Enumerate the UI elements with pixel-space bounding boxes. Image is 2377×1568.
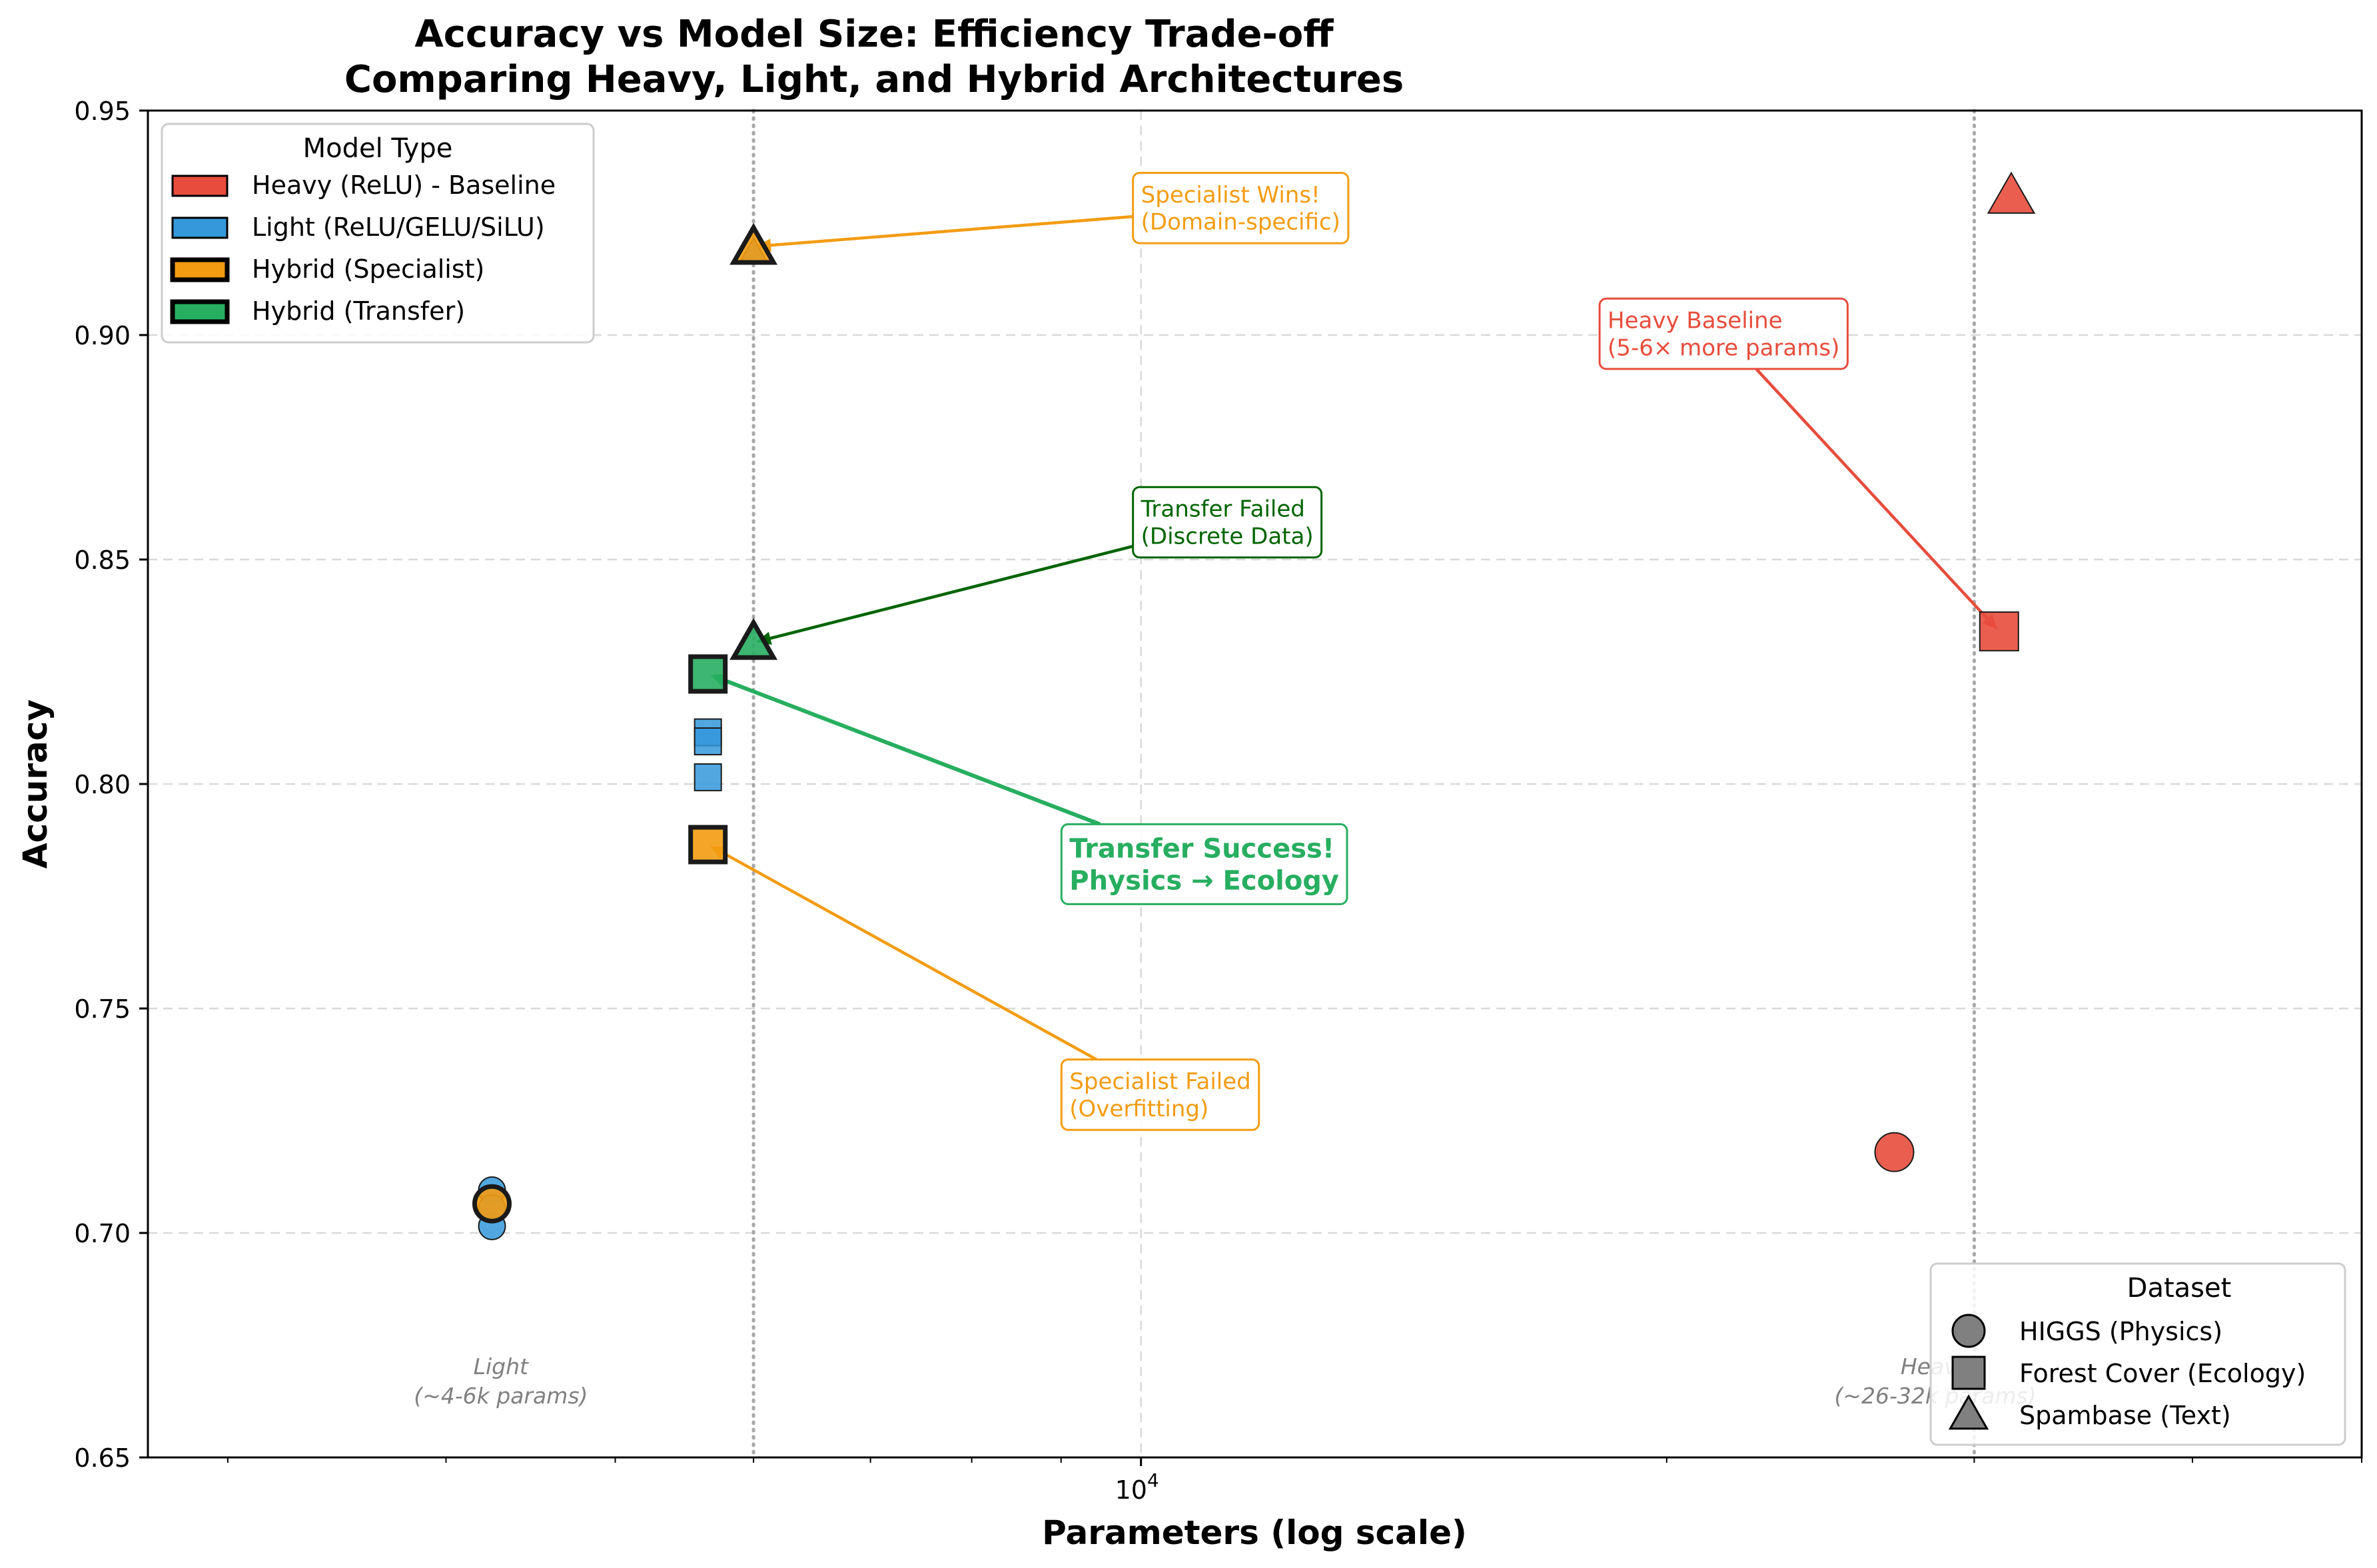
annotation-box (1598, 297, 1849, 370)
annotation-text: (Overfitting) (1069, 1096, 1208, 1122)
legend-label: Hybrid (Specialist) (252, 254, 484, 284)
annotation-arrow (717, 849, 1098, 1061)
data-points (472, 171, 2036, 1240)
x-axis-label: Parameters (log scale) (1042, 1513, 1467, 1552)
x-tick-label: 104 (1115, 1469, 1159, 1505)
annotation-text: Specialist Wins! (1141, 182, 1320, 208)
legend-swatch (171, 175, 229, 197)
legend-label: Heavy (ReLU) - Baseline (252, 171, 556, 200)
legend-marker (1951, 1314, 1986, 1348)
y-tick-label: 0.70 (74, 1219, 131, 1248)
y-tick-label: 0.75 (74, 994, 131, 1024)
annotation-text: (Domain-specific) (1141, 209, 1340, 236)
annotation-text: (5-6× more params) (1608, 334, 1839, 361)
region-label-detail: (~4-6k params) (414, 1383, 588, 1409)
annotation-arrow (765, 214, 1133, 248)
data-point (1987, 171, 2036, 214)
data-point (729, 617, 778, 660)
annotation: Transfer Success!Physics → Ecology (1060, 823, 1348, 905)
annotation-text: (Discrete Data) (1141, 523, 1314, 550)
data-point (688, 825, 728, 865)
annotation: Transfer Failed(Discrete Data) (1132, 486, 1323, 559)
data-point (694, 727, 722, 755)
legend-frame (161, 123, 595, 344)
legend-swatch (171, 216, 229, 239)
data-point (1874, 1132, 1915, 1172)
annotation: Specialist Failed(Overfitting) (1060, 1058, 1260, 1131)
annotation-text: Transfer Failed (1141, 496, 1305, 523)
annotation: Specialist Wins!(Domain-specific) (1132, 172, 1350, 244)
annotation: Heavy Baseline(5-6× more params) (1598, 297, 1849, 370)
chart-title: Accuracy vs Model Size: Efficiency Trade… (414, 13, 1334, 56)
legend-frame (1929, 1262, 2346, 1446)
annotation-box (1132, 172, 1350, 244)
legend-swatch (170, 257, 230, 282)
annotation-box (1060, 1058, 1260, 1131)
legend-title: Dataset (2127, 1273, 2232, 1304)
reference-lines (751, 109, 1976, 1459)
region-label-title: Light (474, 1354, 529, 1379)
legend-label: Hybrid (Transfer) (252, 296, 465, 326)
data-point (729, 222, 778, 265)
data-point (694, 763, 722, 791)
legend-marker (1948, 1394, 1989, 1430)
annotation-text: Physics → Ecology (1069, 865, 1339, 896)
y-tick-label: 0.80 (74, 770, 131, 799)
y-tick-label: 0.85 (74, 546, 131, 575)
data-point (1979, 611, 2019, 651)
axes: 0.65 0.70 0.75 0.80 0.85 0.90 0.95 104 (74, 97, 2363, 1505)
legend-label: Spambase (Text) (2019, 1401, 2231, 1430)
y-axis-label: Accuracy (16, 699, 55, 869)
annotation-arrow (717, 676, 1101, 827)
legend-label: HIGGS (Physics) (2019, 1317, 2222, 1346)
data-point (472, 1184, 512, 1224)
annotation-text: Transfer Success! (1069, 833, 1334, 864)
annotation-arrow (1755, 368, 1993, 624)
chart-subtitle: Comparing Heavy, Light, and Hybrid Archi… (344, 58, 1404, 101)
legend-title: Model Type (303, 133, 453, 164)
legend-marker (1951, 1356, 1986, 1390)
annotation-text: Heavy Baseline (1608, 308, 1783, 334)
annotation-box (1132, 486, 1323, 559)
annotations: Specialist Wins!(Domain-specific) Heavy B… (1060, 172, 1849, 1131)
y-tick-label: 0.95 (74, 97, 131, 126)
legend-label: Forest Cover (Ecology) (2019, 1359, 2306, 1388)
annotation-box (1060, 823, 1348, 905)
annotation-arrow (764, 544, 1134, 641)
legend-swatch (170, 299, 230, 324)
y-tick-label: 0.65 (74, 1443, 131, 1473)
y-tick-label: 0.90 (74, 321, 131, 350)
data-point (688, 654, 728, 694)
legend-label: Light (ReLU/GELU/SiLU) (252, 212, 545, 242)
annotation-text: Specialist Failed (1069, 1068, 1250, 1095)
